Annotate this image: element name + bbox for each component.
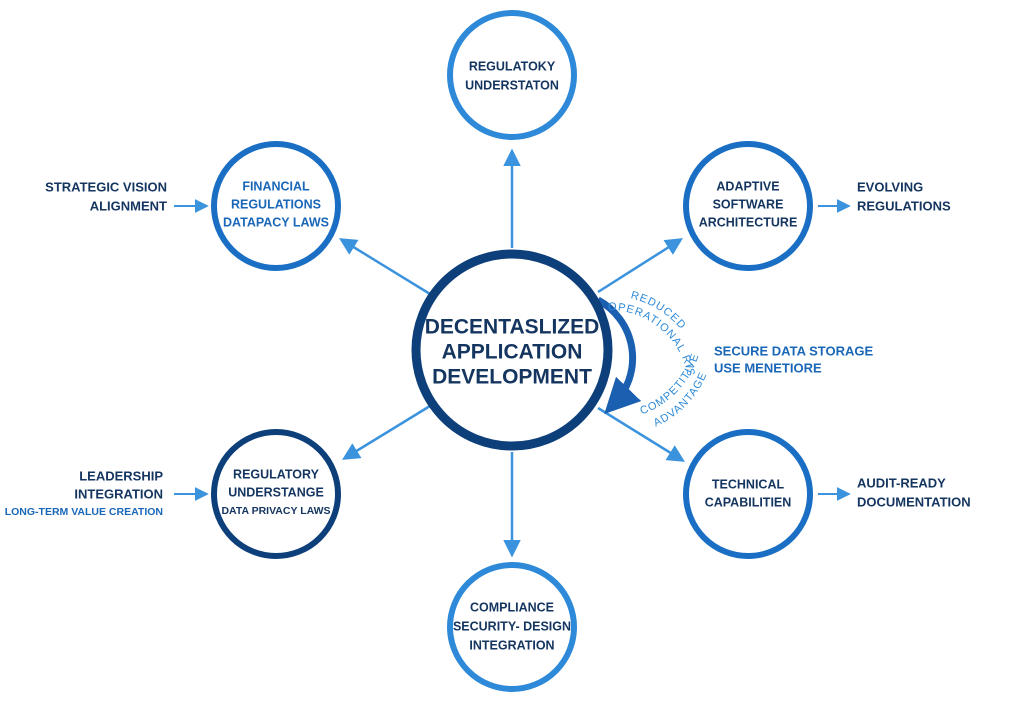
node-bottom-line-1: COMPLIANCE <box>470 600 554 614</box>
center-circle <box>411 249 613 451</box>
arrow-to-upper-left <box>339 238 431 296</box>
node-lower-right-line-2: CAPABILITIEN <box>705 495 792 509</box>
node-upper-right-circle <box>683 141 813 271</box>
node-lower-left-circle <box>211 429 341 559</box>
node-lower-right: TECHNICAL CAPABILITIEN <box>683 429 813 559</box>
node-upper-left-line-3: DATAPACY LAWS <box>223 215 329 229</box>
node-upper-right: ADAPTIVE SOFTWARE ARCHITECTURE <box>683 141 813 271</box>
center-title-line-3: DEVELOPMENT <box>432 366 592 389</box>
secure-storage-line-1: SECURE DATA STORAGE <box>714 343 873 358</box>
node-upper-right-line-3: ARCHITECTURE <box>699 215 798 229</box>
node-lower-left-line-1: REGULATORY <box>233 467 320 481</box>
node-bottom-line-2: SECURITY- DESIGN <box>453 619 571 633</box>
cycle-arc <box>596 296 642 415</box>
arrow-to-upper-right <box>597 238 683 294</box>
node-upper-left-circle <box>211 141 341 271</box>
center-title-line-2: APPLICATION <box>442 341 583 364</box>
node-lower-left: REGULATORY UNDERSTANGE DATA PRIVACY LAWS <box>211 429 341 559</box>
center-title-line-1: DECENTASLIZED <box>425 316 600 339</box>
node-lower-right-line-1: TECHNICAL <box>712 477 785 491</box>
side-label-upper-left-line-2: ALIGNMENT <box>90 198 167 213</box>
side-label-upper-left-line-1: STRATEGIC VISION <box>45 179 167 194</box>
node-bottom: COMPLIANCE SECURITY- DESIGN INTEGRATION <box>447 562 577 692</box>
node-top: REGULATOKY UNDERSTATON <box>447 10 577 140</box>
side-label-upper-left: STRATEGIC VISION ALIGNMENT <box>45 179 167 213</box>
secure-storage-label: SECURE DATA STORAGE USE MENETIORE <box>714 343 873 375</box>
side-label-lower-right-line-1: AUDIT-READY <box>857 475 946 490</box>
node-upper-left: FINANCIAL REGULATIONS DATAPACY LAWS <box>211 141 341 271</box>
arrow-to-lower-left <box>342 404 431 460</box>
side-label-lower-left-line-2: INTEGRATION <box>74 486 163 501</box>
side-label-upper-right: EVOLVING REGULATIONS <box>857 179 951 213</box>
node-top-circle <box>447 10 577 140</box>
side-label-lower-right-line-2: DOCUMENTATION <box>857 494 971 509</box>
side-label-lower-right: AUDIT-READY DOCUMENTATION <box>857 475 971 509</box>
node-upper-right-line-2: SOFTWARE <box>713 197 784 211</box>
node-upper-right-line-1: ADAPTIVE <box>716 179 779 193</box>
node-lower-right-circle <box>683 429 813 559</box>
node-lower-left-line-2: UNDERSTANGE <box>228 485 324 499</box>
side-label-upper-right-line-2: REGULATIONS <box>857 198 951 213</box>
node-top-line-2: UNDERSTATON <box>465 78 559 92</box>
side-label-lower-left-line-3: LONG-TERM VALUE CREATION <box>5 506 163 518</box>
center-hub: DECENTASLIZED APPLICATION DEVELOPMENT <box>411 249 613 451</box>
arrow-to-lower-right <box>597 406 685 462</box>
node-upper-left-line-1: FINANCIAL <box>242 179 310 193</box>
node-bottom-circle <box>447 562 577 692</box>
side-label-upper-right-line-1: EVOLVING <box>857 179 923 194</box>
secure-storage-line-2: USE MENETIORE <box>714 360 822 375</box>
node-top-line-1: REGULATOKY <box>469 59 556 73</box>
side-label-lower-left-line-1: LEADERSHIP <box>79 468 163 483</box>
node-upper-left-line-2: REGULATIONS <box>231 197 321 211</box>
node-lower-left-line-3: DATA PRIVACY LAWS <box>221 505 330 517</box>
node-bottom-line-3: INTEGRATION <box>469 638 554 652</box>
connector-arrows <box>174 148 851 558</box>
side-label-lower-left: LEADERSHIP INTEGRATION LONG-TERM VALUE C… <box>5 468 164 517</box>
